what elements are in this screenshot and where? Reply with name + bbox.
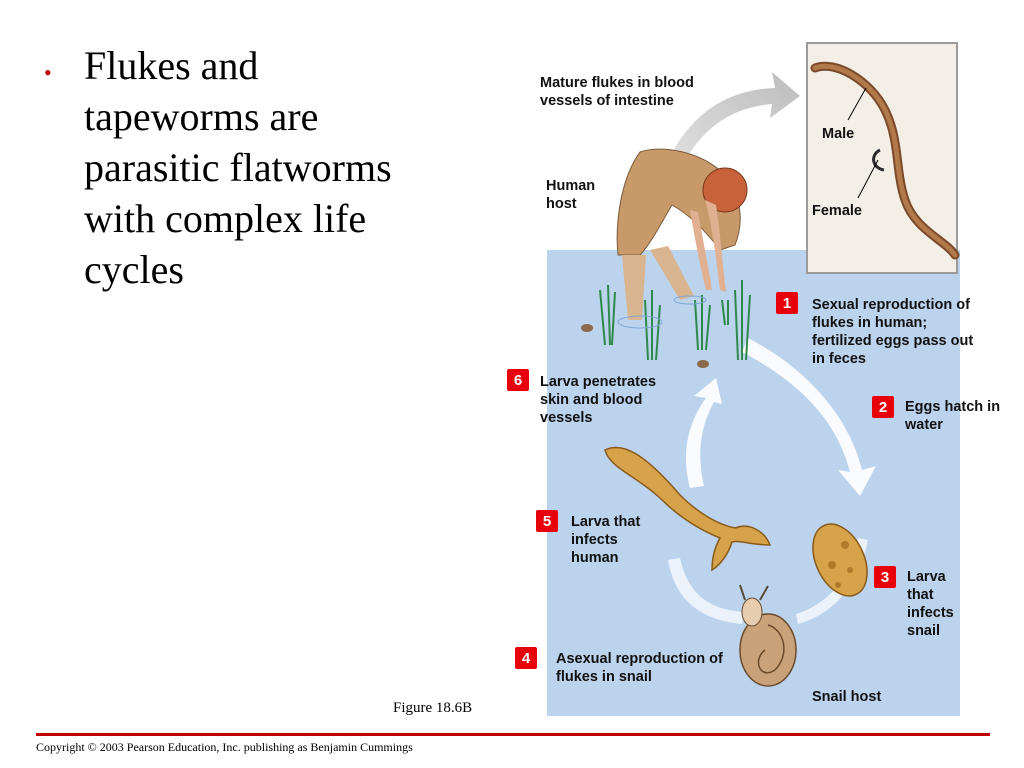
footer-rule bbox=[36, 733, 990, 736]
water-reeds bbox=[599, 280, 751, 361]
female-label: Female bbox=[812, 203, 862, 219]
step-6-badge: 6 bbox=[507, 369, 529, 391]
step-1-badge: 1 bbox=[776, 292, 798, 314]
step-2-badge: 2 bbox=[872, 396, 894, 418]
small-snail-1 bbox=[581, 324, 593, 332]
flukes-pair bbox=[810, 61, 960, 260]
bullet-text: Flukes and tapeworms are parasitic flatw… bbox=[84, 43, 392, 292]
step-3-badge: 3 bbox=[874, 566, 896, 588]
snail-host bbox=[739, 584, 797, 687]
step-4-badge: 4 bbox=[515, 647, 537, 669]
snail-host-label: Snail host bbox=[812, 689, 882, 705]
step-5-badge: 5 bbox=[536, 510, 558, 532]
human-figure bbox=[616, 148, 748, 320]
cercaria-larva bbox=[604, 446, 772, 572]
cycle-arrow-3 bbox=[668, 558, 745, 624]
miracidium-larva bbox=[812, 523, 868, 597]
human-host-label: Human host bbox=[546, 178, 596, 212]
step-5-label: Larva that infects human bbox=[571, 514, 641, 566]
cycle-arrow-4 bbox=[685, 378, 722, 488]
step-3-label: Larva that infects snail bbox=[907, 569, 954, 639]
small-snail-2 bbox=[697, 360, 709, 368]
copyright-text: Copyright © 2003 Pearson Education, Inc.… bbox=[36, 740, 413, 754]
cycle-arrow-1 bbox=[742, 338, 876, 496]
figure-label: Figure 18.6B bbox=[393, 700, 473, 716]
bullet-dot-icon: • bbox=[44, 60, 52, 85]
human-to-inset-arrow bbox=[655, 72, 800, 195]
mature-flukes-label: Mature flukes in blood vessels of intest… bbox=[540, 75, 694, 109]
step-1-label: Sexual reproduction of flukes in human; … bbox=[812, 297, 974, 367]
step-2-label: Eggs hatch in water bbox=[905, 399, 1001, 433]
water-ripples bbox=[617, 295, 707, 329]
step-4-label: Asexual reproduction of flukes in snail bbox=[556, 651, 723, 685]
step-6-label: Larva penetrates skin and blood vessels bbox=[540, 374, 657, 426]
male-label: Male bbox=[822, 126, 855, 142]
